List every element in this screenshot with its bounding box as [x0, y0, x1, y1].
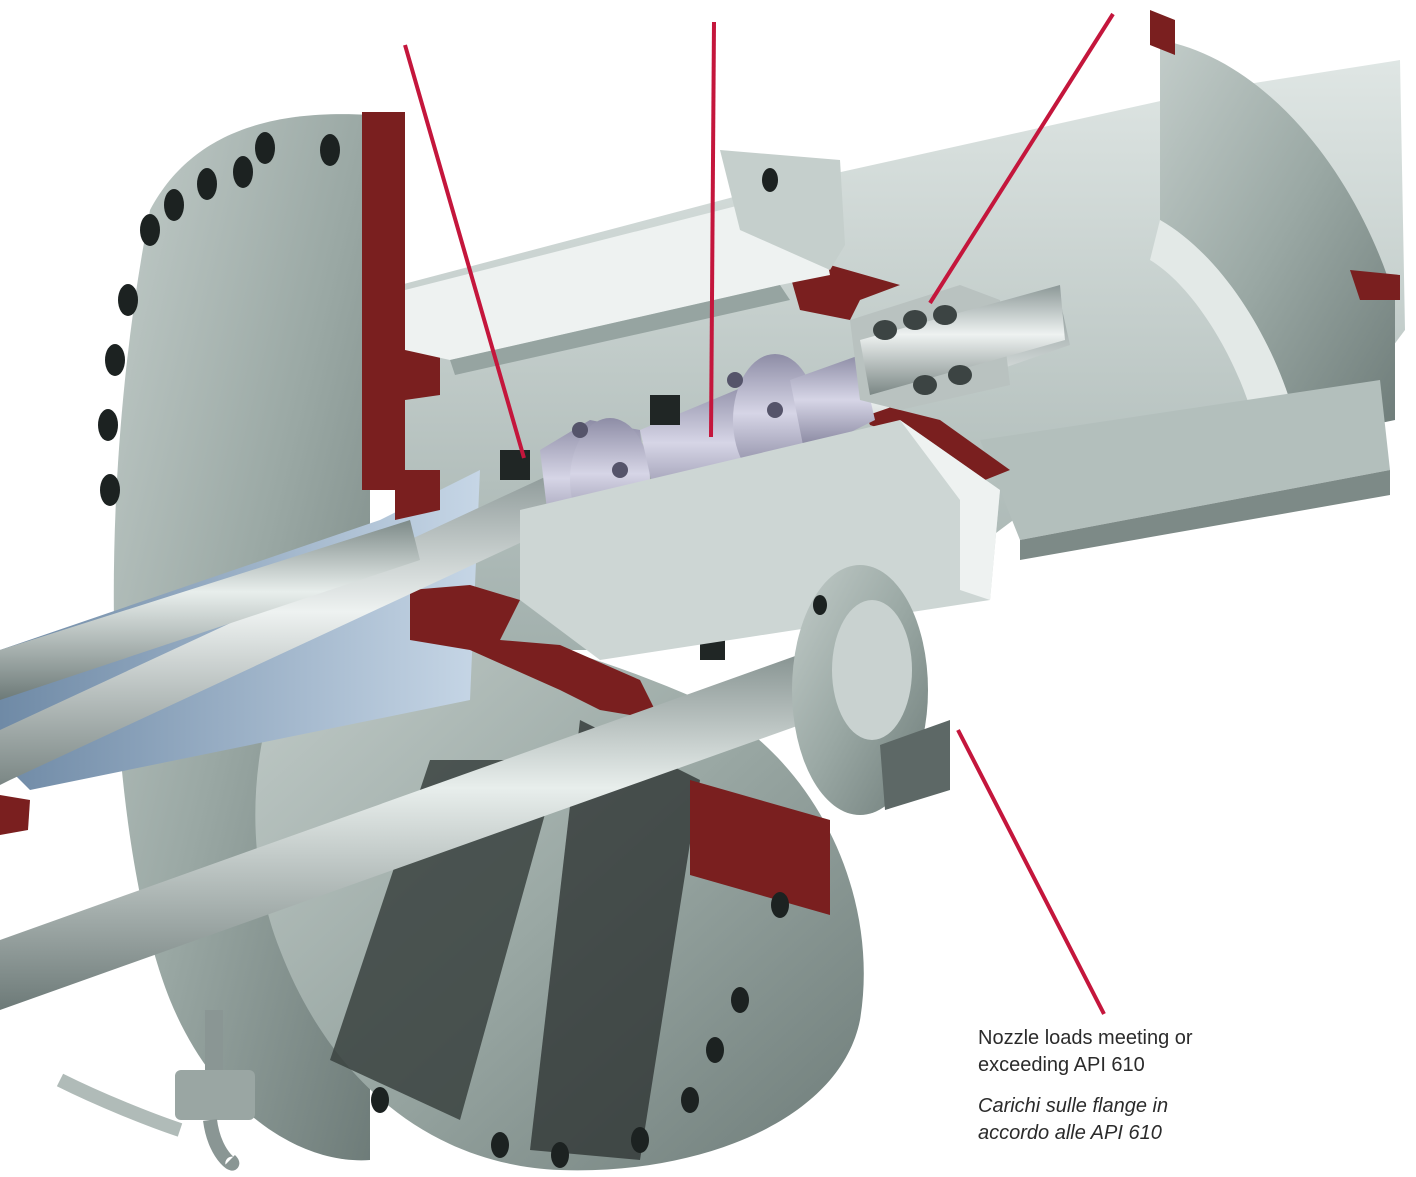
- nozzle-pipe: [0, 640, 870, 1010]
- callout-english: Nozzle loads meeting or exceeding API 61…: [978, 1025, 1378, 1079]
- flange-bolt-holes: [98, 132, 827, 1168]
- bearing-assembly: [850, 285, 1065, 410]
- leader-line-2: [709, 21, 716, 438]
- main-shaft-lower: [0, 520, 420, 700]
- leader-line-4: [956, 729, 1106, 1015]
- callout-italian-line-1: Carichi sulle flange in: [978, 1095, 1169, 1117]
- callout-italian: Carichi sulle flange in accordo alle API…: [978, 1093, 1378, 1147]
- callout-english-line-1: Nozzle loads meeting or: [978, 1027, 1193, 1049]
- leader-line-1: [403, 44, 526, 459]
- leader-line-3: [928, 12, 1115, 305]
- barrel-end-ring: [1160, 40, 1395, 440]
- leader-lines: [403, 12, 1115, 1015]
- drain-valve: [56, 1010, 255, 1171]
- cut-section-walls: [0, 10, 1400, 915]
- shaft: [0, 470, 580, 785]
- callout-english-line-2: exceeding API 610: [978, 1054, 1145, 1076]
- callout-italian-line-2: accordo alle API 610: [978, 1122, 1162, 1144]
